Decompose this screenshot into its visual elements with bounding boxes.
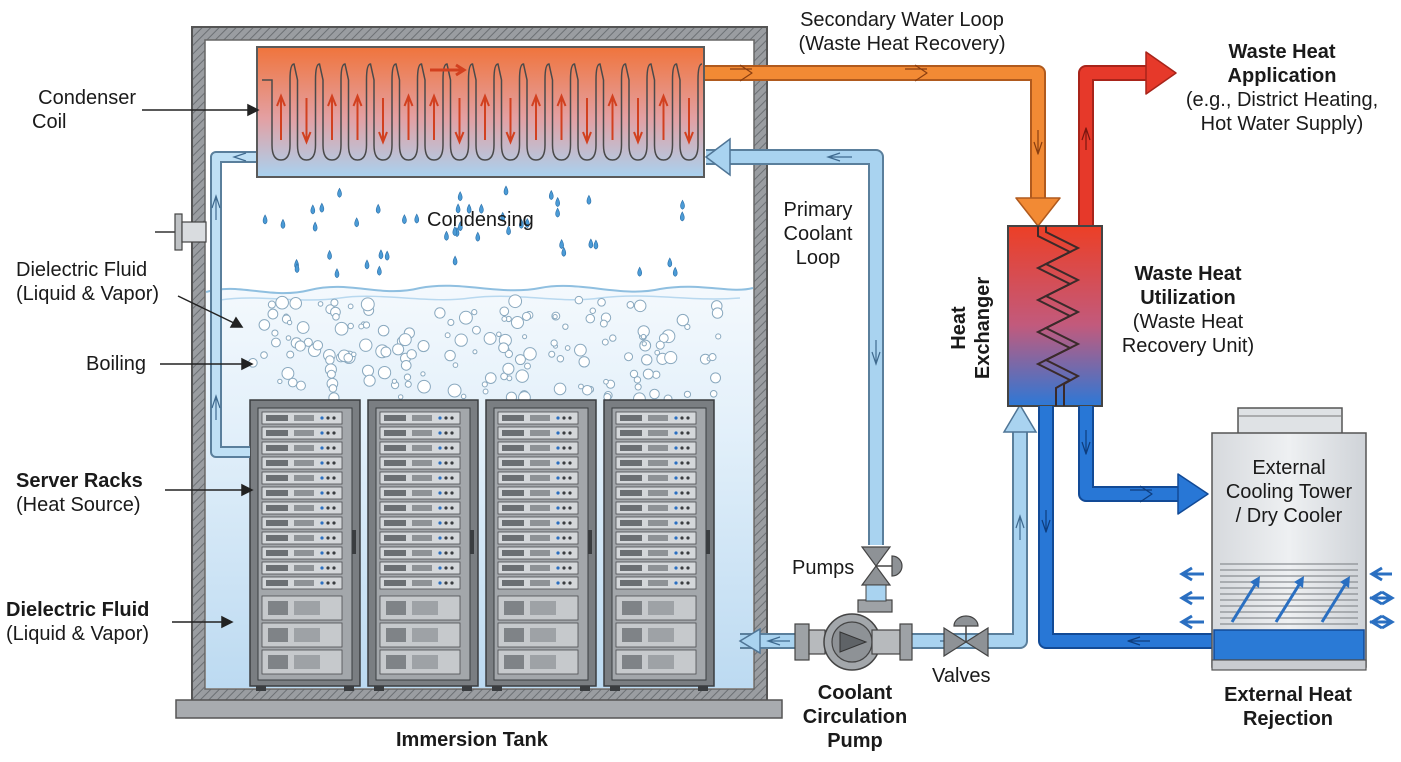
primary-loop-line3: Loop	[795, 247, 841, 269]
external-rejection-line1: External Heat	[1224, 684, 1352, 706]
server-rack	[485, 399, 597, 691]
cooling-tower-line1: External	[1252, 457, 1326, 479]
condenser-coil	[256, 46, 705, 178]
tank-port	[155, 213, 207, 251]
primary-loop-arrows	[211, 137, 1038, 655]
external-heat-rejection-label: External Heat Rejection	[1206, 683, 1370, 731]
server-rack	[367, 399, 479, 691]
cooling-tower-line3: / Dry Cooler	[1235, 505, 1343, 527]
condensate-droplets	[262, 185, 685, 279]
condensing-label: Condensing	[427, 209, 534, 231]
secondary-loop-line1: Secondary Water Loop	[800, 9, 1004, 31]
leader-lines	[142, 103, 260, 629]
heat-exchanger-line2: Exchanger	[972, 276, 994, 380]
dielectric-fluid-bottom-label: Dielectric Fluid (Liquid & Vapor)	[6, 598, 149, 646]
heat-exchanger	[1007, 225, 1103, 407]
waste-heat-utilization-line2: Utilization	[1140, 287, 1236, 309]
primary-coolant-loop-label: Primary Coolant Loop	[768, 198, 868, 270]
cooling-tower	[1179, 407, 1395, 671]
coolant-pump-line2: Circulation	[802, 706, 908, 728]
dielectric-fluid-top-label: Dielectric Fluid (Liquid & Vapor)	[16, 258, 159, 306]
heat-exchanger-line1: Heat	[948, 306, 970, 350]
coolant-circulation-pump	[794, 613, 913, 671]
waste-heat-utilization-line4: Recovery Unit)	[1121, 335, 1255, 357]
primary-loop-line2: Coolant	[783, 223, 853, 245]
waste-heat-application-line1: Waste Heat	[1228, 41, 1336, 63]
condenser-coil-label: Condenser Coil	[30, 86, 136, 134]
server-rack	[249, 399, 361, 691]
dielectric-bottom-title: Dielectric Fluid	[6, 599, 150, 621]
cold-water-loop	[1038, 406, 1214, 649]
valves	[943, 615, 989, 658]
pumps-label: Pumps	[792, 557, 855, 579]
secondary-water-loop	[705, 64, 1061, 227]
heat-exchanger-label: Heat Exchanger	[947, 273, 995, 383]
cooling-tower-line2: Cooling Tower	[1225, 481, 1353, 503]
valves-label: Valves	[932, 665, 991, 687]
server-rack	[603, 399, 715, 691]
secondary-water-loop-label: Secondary Water Loop (Waste Heat Recover…	[772, 8, 1032, 56]
condenser-coil-label-line2: Coil	[32, 111, 67, 133]
external-rejection-line2: Rejection	[1242, 708, 1334, 730]
waste-heat-utilization-line3: (Waste Heat	[1132, 311, 1244, 333]
boiling-label: Boiling	[86, 353, 147, 375]
condenser-coil-label-line1: Condenser	[38, 87, 136, 109]
server-racks	[249, 399, 715, 691]
waste-heat-application-label: Waste Heat Application (e.g., District H…	[1172, 40, 1392, 136]
immersion-tank-label: Immersion Tank	[396, 729, 548, 751]
waste-heat-utilization-line1: Waste Heat	[1134, 263, 1242, 285]
waste-heat-application-line3: (e.g., District Heating,	[1185, 89, 1379, 111]
server-racks-subtitle: (Heat Source)	[16, 494, 141, 516]
waste-heat-application-line2: Application	[1227, 65, 1337, 87]
coolant-pump-line3: Pump	[827, 730, 883, 752]
dielectric-bottom-subtitle: (Liquid & Vapor)	[6, 623, 150, 645]
server-racks-title: Server Racks	[16, 470, 143, 492]
waste-heat-utilization-label: Waste Heat Utilization (Waste Heat Recov…	[1108, 262, 1268, 358]
dielectric-top-line2: (Liquid & Vapor)	[16, 283, 160, 305]
hot-water-outlet	[1078, 51, 1177, 226]
server-racks-label: Server Racks (Heat Source)	[16, 469, 143, 517]
airflow-arrows	[1179, 566, 1395, 630]
primary-loop-line1: Primary	[783, 199, 853, 221]
cooling-tower-label: External Cooling Tower / Dry Cooler	[1214, 456, 1364, 528]
coolant-circulation-pump-label: Coolant Circulation Pump	[800, 681, 910, 753]
pumps-valve	[857, 546, 903, 613]
secondary-loop-line2: (Waste Heat Recovery)	[798, 33, 1006, 55]
coolant-pump-line1: Coolant	[817, 682, 893, 704]
waste-heat-application-line4: Hot Water Supply)	[1200, 113, 1364, 135]
dielectric-top-line1: Dielectric Fluid	[16, 259, 148, 281]
vapor-bubbles	[248, 294, 724, 406]
tower-fill-louvers	[1220, 563, 1358, 625]
